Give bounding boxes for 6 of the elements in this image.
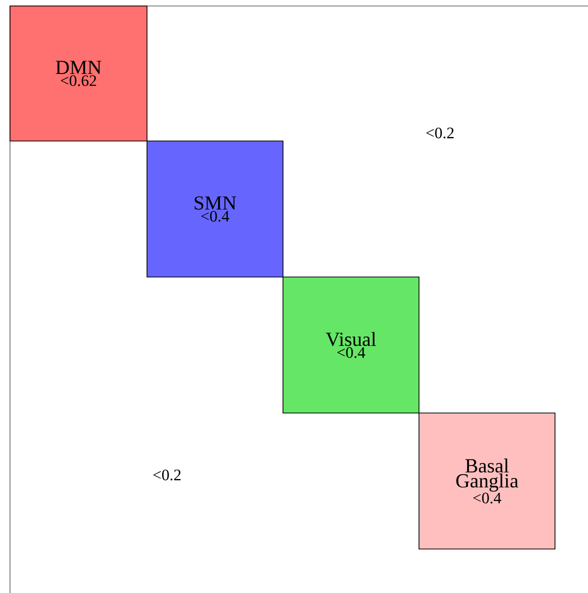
value-label: <0.2 bbox=[153, 470, 181, 480]
network-box: DMN <0.62 bbox=[10, 6, 148, 142]
network-box: Basal Ganglia <0.4 bbox=[418, 412, 556, 550]
value-label: <0.2 bbox=[426, 128, 454, 138]
network-box: SMN <0.4 bbox=[146, 140, 284, 278]
network-box: Visual <0.4 bbox=[282, 276, 420, 414]
